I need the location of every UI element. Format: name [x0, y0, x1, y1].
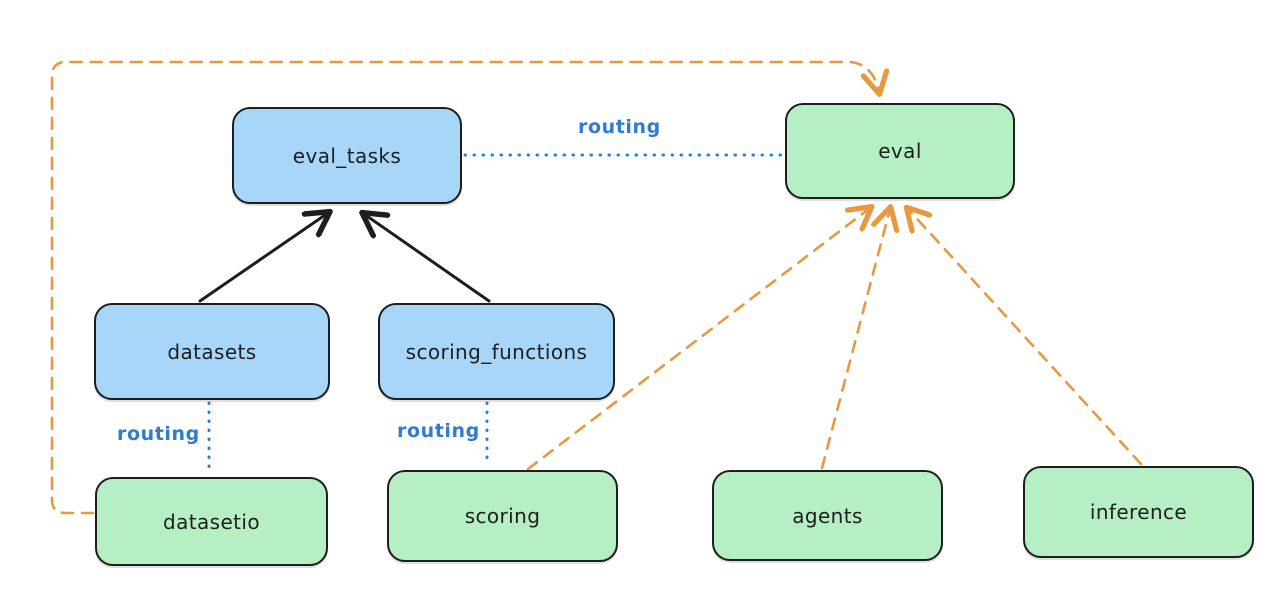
node-datasetio-label: datasetio: [162, 509, 260, 534]
routing-label-eval-tasks-eval: routing: [578, 116, 661, 138]
routing-label-datasets-datasetio: routing: [117, 423, 200, 445]
node-eval-label: eval: [878, 139, 922, 163]
node-eval: eval: [785, 103, 1015, 199]
node-scoring: scoring: [387, 470, 618, 562]
node-datasets-label: datasets: [167, 339, 257, 364]
node-scoring-functions-label: scoring_functions: [405, 339, 588, 364]
edge-scoring-functions-to-eval-tasks: [364, 214, 491, 303]
node-inference-label: inference: [1089, 500, 1188, 524]
edge-agents-to-eval: [820, 209, 890, 470]
node-inference: inference: [1023, 466, 1254, 558]
node-scoring-functions: scoring_functions: [378, 303, 615, 400]
routing-label-scoring-functions-scoring: routing: [397, 420, 480, 442]
edge-scoring-to-eval: [526, 208, 870, 471]
edge-inference-to-eval: [908, 209, 1143, 466]
edge-datasetio-to-eval: [50, 60, 879, 515]
node-agents-label: agents: [792, 503, 863, 528]
node-eval-tasks: eval_tasks: [232, 107, 462, 204]
node-datasets: datasets: [94, 303, 330, 400]
node-scoring-label: scoring: [464, 504, 541, 528]
node-agents: agents: [712, 470, 943, 561]
node-datasetio: datasetio: [95, 477, 328, 566]
node-eval-tasks-label: eval_tasks: [292, 143, 402, 168]
edge-datasets-to-eval-tasks: [198, 213, 328, 303]
